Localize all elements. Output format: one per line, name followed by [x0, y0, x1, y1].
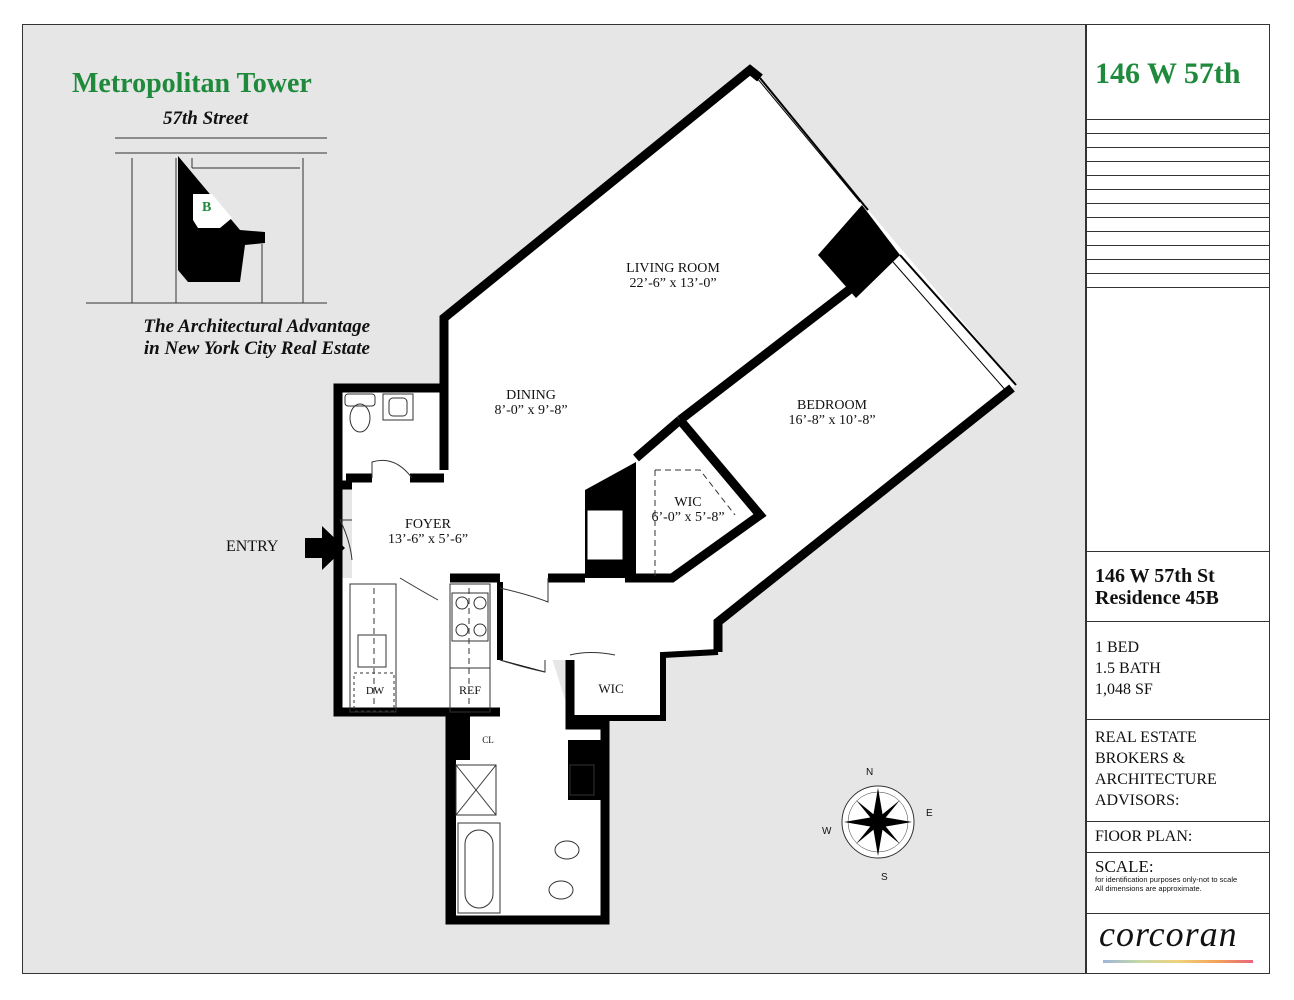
building-name: Metropolitan Tower — [72, 68, 312, 99]
brokers-block: REAL ESTATE BROKERS & ARCHITECTURE ADVIS… — [1095, 727, 1217, 811]
foyer-dims: 13’-6” x 5’-6” — [387, 532, 469, 547]
bedroom-dims: 16’-8” x 10’-8” — [788, 413, 876, 428]
scale-label: SCALE: — [1095, 857, 1154, 876]
divider — [1087, 621, 1269, 622]
floor-plan — [86, 64, 1017, 925]
dishwasher-label: DW — [365, 685, 385, 697]
tagline: The Architectural Advantage in New York … — [86, 316, 370, 360]
divider — [1087, 852, 1269, 853]
closet-label: CL — [482, 735, 494, 745]
brokers-line-1: REAL ESTATE — [1095, 729, 1197, 746]
floor-plan-label: FlOOR PLAN: — [1095, 828, 1193, 845]
door-swings — [339, 459, 736, 673]
dining-dims: 8’-0” x 9’-8” — [494, 403, 568, 418]
divider — [1087, 913, 1269, 914]
scale-note-line-2: All dimensions are approximate. — [1095, 884, 1202, 893]
tagline-line-2: in New York City Real Estate — [143, 338, 370, 359]
blank-line — [1087, 133, 1269, 134]
brokers-line-3: ARCHITECTURE — [1095, 771, 1217, 788]
brokers-line-4: ADVISORS: — [1095, 792, 1180, 809]
wic-main-label: WIC 6’-0” x 5’-8” — [651, 495, 724, 525]
square-feet: 1,048 SF — [1095, 681, 1153, 698]
foyer-name: FOYER — [405, 517, 451, 532]
foyer-label: FOYER 13’-6” x 5’-6” — [388, 517, 468, 547]
wic-main-dims: 6’-0” x 5’-8” — [651, 510, 725, 525]
living-room-name: LIVING ROOM — [626, 261, 720, 276]
tagline-line-1: The Architectural Advantage — [143, 316, 370, 337]
compass-rose — [841, 785, 915, 859]
bath-fixtures — [344, 393, 595, 914]
blank-line — [1087, 161, 1269, 162]
blank-line — [1087, 273, 1269, 274]
scale-note-line-1: for identification purposes only-not to … — [1095, 875, 1238, 884]
blank-line — [1087, 245, 1269, 246]
key-plan — [86, 137, 327, 304]
blank-line — [1087, 189, 1269, 190]
dining-name: DINING — [506, 388, 556, 403]
blank-line — [1087, 259, 1269, 260]
key-plan-unit-label: B — [202, 200, 212, 215]
baths: 1.5 BATH — [1095, 660, 1161, 677]
street-label: 57th Street — [163, 108, 248, 129]
brokers-line-2: BROKERS & — [1095, 750, 1186, 767]
blank-line — [1087, 147, 1269, 148]
living-room-label: LIVING ROOM 22’-6” x 13’-0” — [626, 261, 720, 291]
wic-main-name: WIC — [674, 495, 702, 510]
entry-label: ENTRY — [226, 538, 279, 555]
unit-walls — [333, 64, 1017, 925]
logo-gradient-bar — [1103, 960, 1253, 963]
dining-label: DINING 8’-0” x 9’-8” — [494, 388, 567, 418]
corcoran-logo: corcoran — [1099, 914, 1238, 954]
beds: 1 BED — [1095, 639, 1139, 656]
title-block-title: 146 W 57th — [1095, 57, 1241, 90]
wic-small-label: WIC — [598, 681, 624, 696]
address-line-1: 146 W 57th St — [1095, 565, 1215, 587]
compass-west: W — [822, 826, 832, 837]
blank-line — [1087, 231, 1269, 232]
divider — [1087, 821, 1269, 822]
kitchen-fixtures — [349, 583, 491, 713]
blank-line — [1087, 217, 1269, 218]
blank-line — [1087, 287, 1269, 288]
bedroom-label: BEDROOM 16’-8” x 10’-8” — [788, 398, 875, 428]
address-block: 146 W 57th St Residence 45B — [1095, 565, 1219, 609]
blank-line — [1087, 175, 1269, 176]
divider — [1087, 119, 1269, 120]
compass-east: E — [926, 808, 933, 819]
unit-stats: 1 BED 1.5 BATH 1,048 SF — [1095, 637, 1161, 700]
refrigerator-label: REF — [458, 683, 482, 697]
scale-note: for identification purposes only-not to … — [1095, 875, 1267, 893]
entry-arrow — [305, 526, 345, 570]
key-plan-unit — [193, 194, 232, 228]
blank-line — [1087, 203, 1269, 204]
divider — [1087, 719, 1269, 720]
compass-north: N — [866, 767, 874, 778]
address-line-2: Residence 45B — [1095, 587, 1219, 609]
bedroom-name: BEDROOM — [796, 398, 868, 413]
divider — [1087, 551, 1269, 552]
living-room-dims: 22’-6” x 13’-0” — [629, 276, 717, 291]
compass-south: S — [881, 872, 888, 883]
title-block: 146 W 57th 146 W 57th St Residence 45B 1… — [1086, 24, 1270, 974]
